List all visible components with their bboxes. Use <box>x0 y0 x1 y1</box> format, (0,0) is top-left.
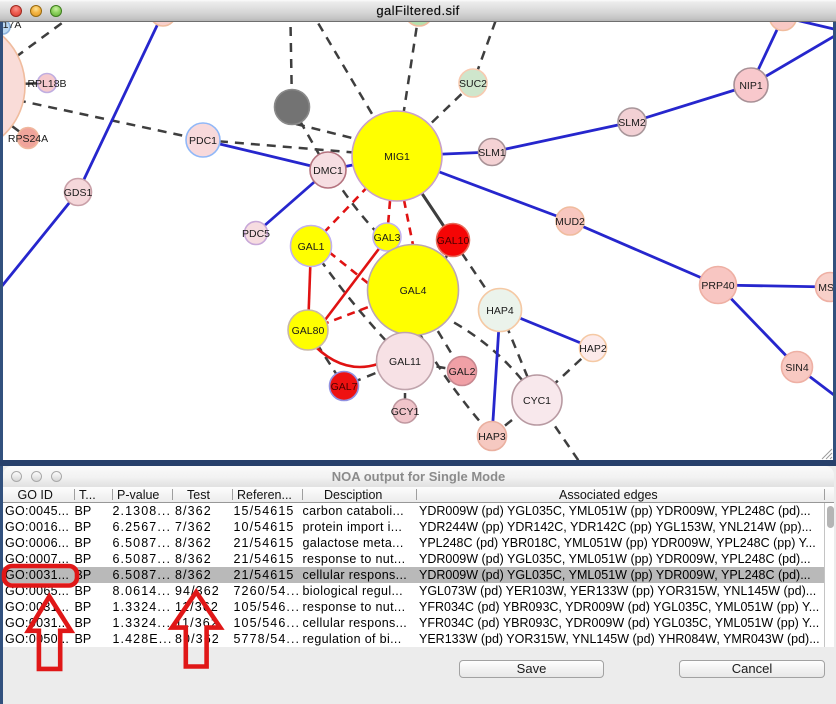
svg-text:HAP4: HAP4 <box>486 305 514 317</box>
svg-text:GAL2: GAL2 <box>449 366 476 378</box>
svg-text:DMC1: DMC1 <box>313 165 343 177</box>
svg-text:SLM2: SLM2 <box>618 117 646 129</box>
svg-text:SLM1: SLM1 <box>478 147 506 159</box>
svg-text:CYC1: CYC1 <box>523 395 551 407</box>
svg-text:MSL1: MSL1 <box>818 282 833 294</box>
svg-text:GAL11: GAL11 <box>389 356 421 368</box>
svg-text:GAL10: GAL10 <box>437 235 470 247</box>
svg-text:NIP1: NIP1 <box>739 80 763 92</box>
svg-text:GAL80: GAL80 <box>292 325 325 337</box>
svg-text:SIN4: SIN4 <box>785 362 809 374</box>
svg-text:PRP40: PRP40 <box>701 280 734 292</box>
svg-text:GAL3: GAL3 <box>374 232 401 244</box>
svg-text:GAL4: GAL4 <box>400 285 427 297</box>
svg-text:GAL1: GAL1 <box>298 241 325 253</box>
svg-text:GAL7: GAL7 <box>331 381 358 393</box>
svg-text:GDS1: GDS1 <box>64 187 93 199</box>
svg-text:HAP2: HAP2 <box>579 343 607 355</box>
svg-text:MUD2: MUD2 <box>555 216 585 228</box>
svg-text:SUC2: SUC2 <box>459 78 487 90</box>
svg-text:RPS24A: RPS24A <box>8 133 48 145</box>
svg-text:PDC1: PDC1 <box>189 135 217 147</box>
svg-text:17A: 17A <box>3 22 21 31</box>
svg-text:HAP3: HAP3 <box>478 431 506 443</box>
svg-text:RPL18B: RPL18B <box>27 78 66 90</box>
svg-text:MIG1: MIG1 <box>384 151 410 163</box>
svg-text:GCY1: GCY1 <box>391 406 420 418</box>
svg-text:PDC5: PDC5 <box>242 228 270 240</box>
